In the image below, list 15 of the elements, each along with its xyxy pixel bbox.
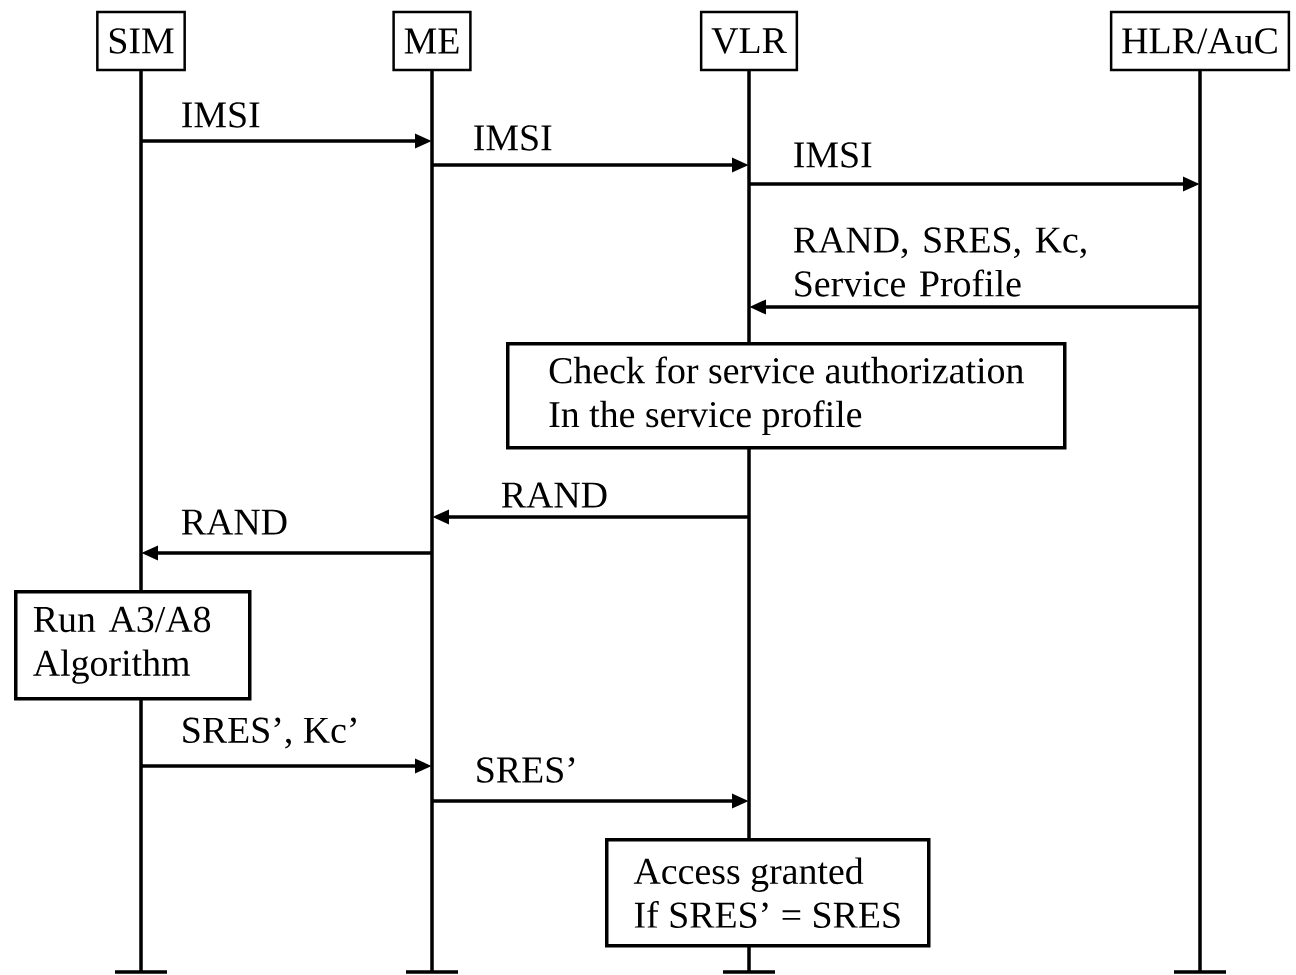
participant-box: SIM bbox=[96, 10, 186, 72]
edge-label: RAND bbox=[181, 509, 287, 535]
process-box: Check for service authorization In the service profile bbox=[506, 342, 1067, 450]
edge-label: RAND bbox=[501, 482, 607, 508]
edge-label: IMSI bbox=[794, 142, 872, 168]
process-box: Run A3/A8 Algorithm bbox=[14, 590, 252, 701]
participant-box: HLR/AuC bbox=[1109, 10, 1291, 72]
participant-box: VLR bbox=[699, 10, 799, 72]
edge-label: RAND, SRES, Kc, Service Profile bbox=[793, 227, 1086, 297]
edge-label: IMSI bbox=[182, 102, 260, 128]
edge-label: SRES’ bbox=[477, 757, 575, 783]
participant-box: ME bbox=[392, 10, 472, 72]
process-box: Access granted If SRES’ = SRES bbox=[605, 838, 931, 948]
edge-label: IMSI bbox=[474, 125, 552, 151]
edge-label: SRES’, Kc’ bbox=[183, 717, 356, 749]
